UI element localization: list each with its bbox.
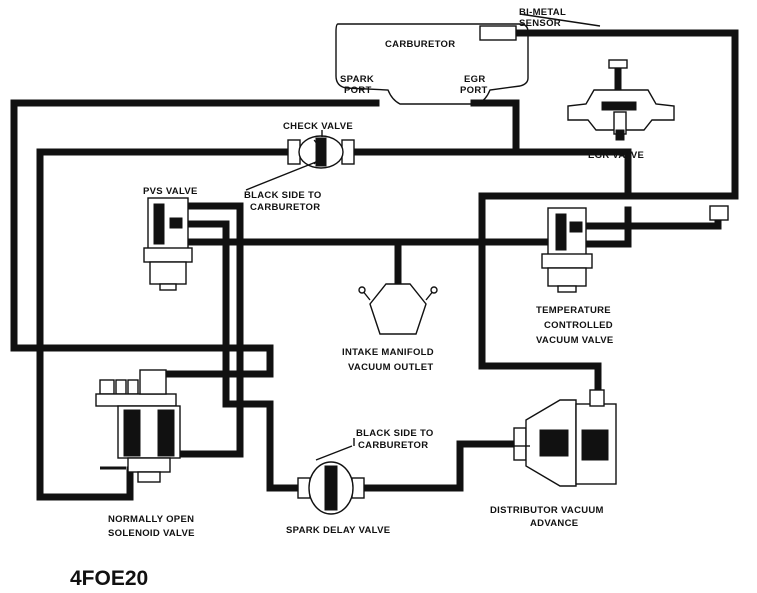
pvs-valve-label: PVS VALVE: [143, 186, 198, 197]
distributor-vacuum-advance: [513, 389, 617, 487]
intake-manifold-outlet: [358, 283, 438, 335]
vacuum-hoses: [10, 29, 739, 501]
black-side-1-label-2: CARBURETOR: [250, 202, 320, 213]
intake-label-2: VACUUM OUTLET: [348, 362, 434, 373]
check-valve-label: CHECK VALVE: [283, 121, 353, 132]
distributor-label-1: DISTRIBUTOR VACUUM: [490, 505, 604, 516]
labels: CARBURETOR BI-METAL SENSOR SPARK PORT EG…: [70, 7, 644, 590]
black-side-1-label-1: BLACK SIDE TO: [244, 190, 322, 201]
egr-valve-label: EGR VALVE: [588, 150, 644, 161]
leader-lines: [245, 13, 601, 446]
black-side-2-label-2: CARBURETOR: [358, 440, 428, 451]
temp-valve-label-3: VACUUM VALVE: [536, 335, 614, 346]
check-valve: [287, 135, 355, 169]
solenoid-label-2: SOLENOID VALVE: [108, 528, 195, 539]
egr-port-label-1: EGR: [464, 74, 486, 85]
bimetal-sensor-body: [479, 25, 517, 41]
solenoid-label-1: NORMALLY OPEN: [108, 514, 194, 525]
temp-valve-label-1: TEMPERATURE: [536, 305, 611, 316]
egr-port-label-2: PORT: [460, 85, 488, 96]
spark-delay-label: SPARK DELAY VALVE: [286, 525, 390, 536]
temperature-controlled-vacuum-valve: [541, 205, 729, 293]
bimetal-label-2: SENSOR: [519, 18, 561, 29]
black-side-2-label-1: BLACK SIDE TO: [356, 428, 434, 439]
spark-port-label-2: PORT: [344, 85, 372, 96]
spark-delay-valve: [297, 445, 365, 515]
distributor-label-2: ADVANCE: [530, 518, 578, 529]
egr-valve: [567, 59, 675, 141]
spark-port-label-1: SPARK: [340, 74, 374, 85]
normally-open-solenoid-valve: [95, 369, 181, 483]
intake-label-1: INTAKE MANIFOLD: [342, 347, 434, 358]
figure-id: 4FOE20: [70, 567, 148, 590]
bimetal-label-1: BI-METAL: [519, 7, 566, 18]
temp-valve-label-2: CONTROLLED: [544, 320, 613, 331]
pvs-valve: [143, 197, 193, 291]
carburetor-label: CARBURETOR: [385, 39, 455, 50]
